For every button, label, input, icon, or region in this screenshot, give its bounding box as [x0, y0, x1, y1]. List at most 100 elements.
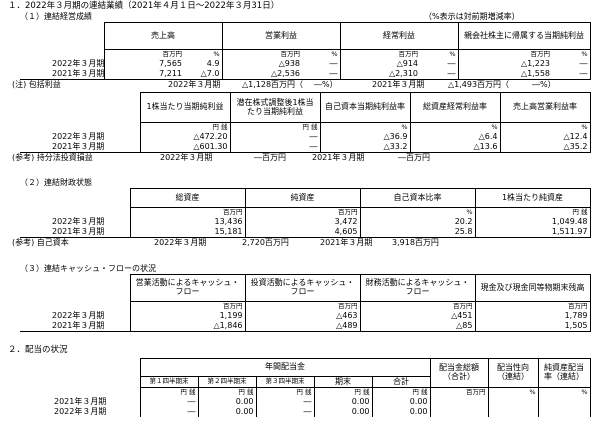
section4-heading: ２．配当の状況	[8, 345, 68, 355]
col-operating-profit: 営業利益	[221, 22, 341, 50]
cell: ―	[420, 69, 458, 80]
section1-note: （%表示は対前期増減率）	[424, 12, 520, 21]
cell: △938	[221, 59, 302, 69]
unit-label: 百万円	[221, 49, 302, 59]
unit-label: 百万円	[244, 301, 360, 311]
cell: △451	[359, 311, 475, 321]
cell	[429, 407, 488, 417]
per-share-table: 1株当たり当期純利益 潜在株式調整後1株当たり当期純利益 自己資本当期純利益率 …	[20, 92, 591, 153]
em-2021-value: ―百万円	[398, 153, 430, 162]
cell: 0.00	[371, 397, 430, 407]
unit-label: 円 銭	[371, 387, 430, 397]
cell: △12.4	[499, 132, 591, 142]
cell: △33.2	[319, 142, 410, 153]
table-row: 2021年３月期 △601.30 ― △33.2 △13.6 △35.2	[20, 142, 591, 153]
unit-label: 百万円	[429, 387, 488, 397]
eq-2021-label: 2021年３月期	[320, 238, 373, 247]
cell: ―	[447, 58, 456, 68]
col-dividend-on-equity: 純資産配当率（連結）	[537, 358, 591, 388]
unit-label: %	[331, 49, 338, 58]
cell: 0.00	[313, 407, 372, 417]
col-year-end: 期末	[313, 376, 373, 388]
col-operating-margin: 売上高営業利益率	[499, 92, 591, 123]
cell: 3,472	[244, 217, 360, 227]
cell: 13,436	[129, 217, 245, 227]
cell: ―	[139, 407, 198, 417]
cell: 1,049.48	[474, 217, 591, 227]
equity-ref-label: (参考) 自己資本	[12, 238, 69, 247]
section3-heading: （３）連結キャッシュ・フローの状況	[20, 264, 156, 273]
col-annual-dividend: 年間配当金	[139, 358, 431, 377]
cell: △2,310	[339, 69, 420, 80]
table-row: 2022年３月期 7,565 4.9 △938 ― △914 ― △1,223 …	[20, 58, 591, 69]
ci-2021-label: 2021年３月期	[372, 80, 425, 89]
equity-method-label: (参考) 持分法投資損益	[12, 153, 93, 162]
results-table: 売上高 営業利益 経常利益 親会社株主に帰属する当期純利益 百万円 % 百万円 …	[20, 22, 591, 80]
cell: △13.6	[409, 142, 500, 153]
cell: 1,789	[474, 311, 591, 321]
unit-label: %	[409, 122, 500, 132]
unit-label: 円 銭	[197, 387, 256, 397]
cell: 15,181	[129, 227, 245, 238]
cell	[487, 397, 538, 407]
col-q2: 第２四半期末	[197, 376, 257, 388]
col-sales: 売上高	[103, 22, 223, 50]
cell: 0.00	[313, 397, 372, 407]
cell	[487, 407, 538, 417]
em-2021-label: 2021年３月期	[312, 153, 365, 162]
cell: ―	[229, 142, 320, 153]
cell: ―	[255, 407, 314, 417]
section1-heading: （１）連結経営成績	[20, 12, 92, 21]
col-q1: 第１四半期末	[139, 376, 199, 388]
cell: 7,565	[103, 59, 184, 69]
cell: △85	[359, 321, 475, 332]
table-row: 2021年３月期 ― 0.00 ― 0.00 0.00	[52, 396, 591, 407]
table-row: 2022年３月期 13,436 3,472 20.2 1,049.48	[20, 216, 591, 227]
row-label: 2022年３月期	[52, 216, 105, 226]
col-total: 合計	[371, 376, 431, 388]
cell	[537, 407, 591, 417]
col-investing-cf: 投資活動によるキャッシュ・フロー	[244, 274, 361, 302]
cell: △1,223	[457, 59, 552, 69]
comprehensive-income-label: (注) 包括利益	[12, 80, 61, 89]
cell: 25.8	[359, 227, 475, 238]
em-2022-value: ―百万円	[254, 153, 286, 162]
cell: 1,505	[474, 321, 591, 332]
col-financing-cf: 財務活動によるキャッシュ・フロー	[359, 274, 476, 302]
ci-2022-label: 2022年３月期	[168, 80, 221, 89]
unit-label: %	[499, 122, 591, 132]
cell	[429, 397, 488, 407]
unit-label: %	[487, 387, 538, 397]
cell: 4,605	[244, 227, 360, 238]
cell: 1,511.97	[474, 227, 591, 238]
unit-label: %	[552, 49, 591, 59]
cell: △7.0	[184, 69, 222, 80]
cell	[537, 397, 591, 407]
cell: ―	[229, 132, 320, 142]
ci-2021-pct: ―%）	[532, 80, 556, 89]
unit-label: 円 銭	[313, 387, 372, 397]
table-row: 2022年３月期 1,199 △463 △451 1,789	[20, 311, 591, 321]
unit-label: %	[213, 49, 220, 58]
col-net-profit: 親会社株主に帰属する当期純利益	[457, 22, 591, 50]
cell: △1,558	[457, 69, 552, 80]
cell: ―	[552, 59, 591, 69]
eq-2021-value: 3,918百万円	[392, 238, 439, 247]
financial-position-table: 総資産 純資産 自己資本比率 1株当たり純資産 百万円 百万円 % 円 銭 20…	[20, 188, 591, 238]
unit-label: 円 銭	[229, 122, 320, 132]
unit-label: 百万円	[103, 49, 184, 59]
row-label: 2022年３月期	[52, 131, 105, 141]
unit-label: 百万円	[457, 49, 552, 59]
col-operating-cf: 営業活動によるキャッシュ・フロー	[129, 274, 246, 302]
unit-label: 百万円	[474, 301, 591, 311]
cell: △35.2	[499, 142, 591, 153]
table-row: 2022年３月期 △472.20 ― △36.9 △6.4 △12.4	[20, 131, 591, 142]
ci-2021-value: △1,493百万円（	[448, 80, 510, 89]
unit-label: 円 銭	[139, 122, 230, 132]
unit-label: 百万円	[129, 207, 245, 217]
table-row: 2021年３月期 △1,846 △489 △85 1,505	[20, 321, 591, 332]
row-label: 2021年３月期	[54, 396, 107, 406]
cell: 0.00	[197, 397, 256, 407]
unit-label: 百万円	[359, 301, 475, 311]
cell: ―	[302, 69, 340, 80]
